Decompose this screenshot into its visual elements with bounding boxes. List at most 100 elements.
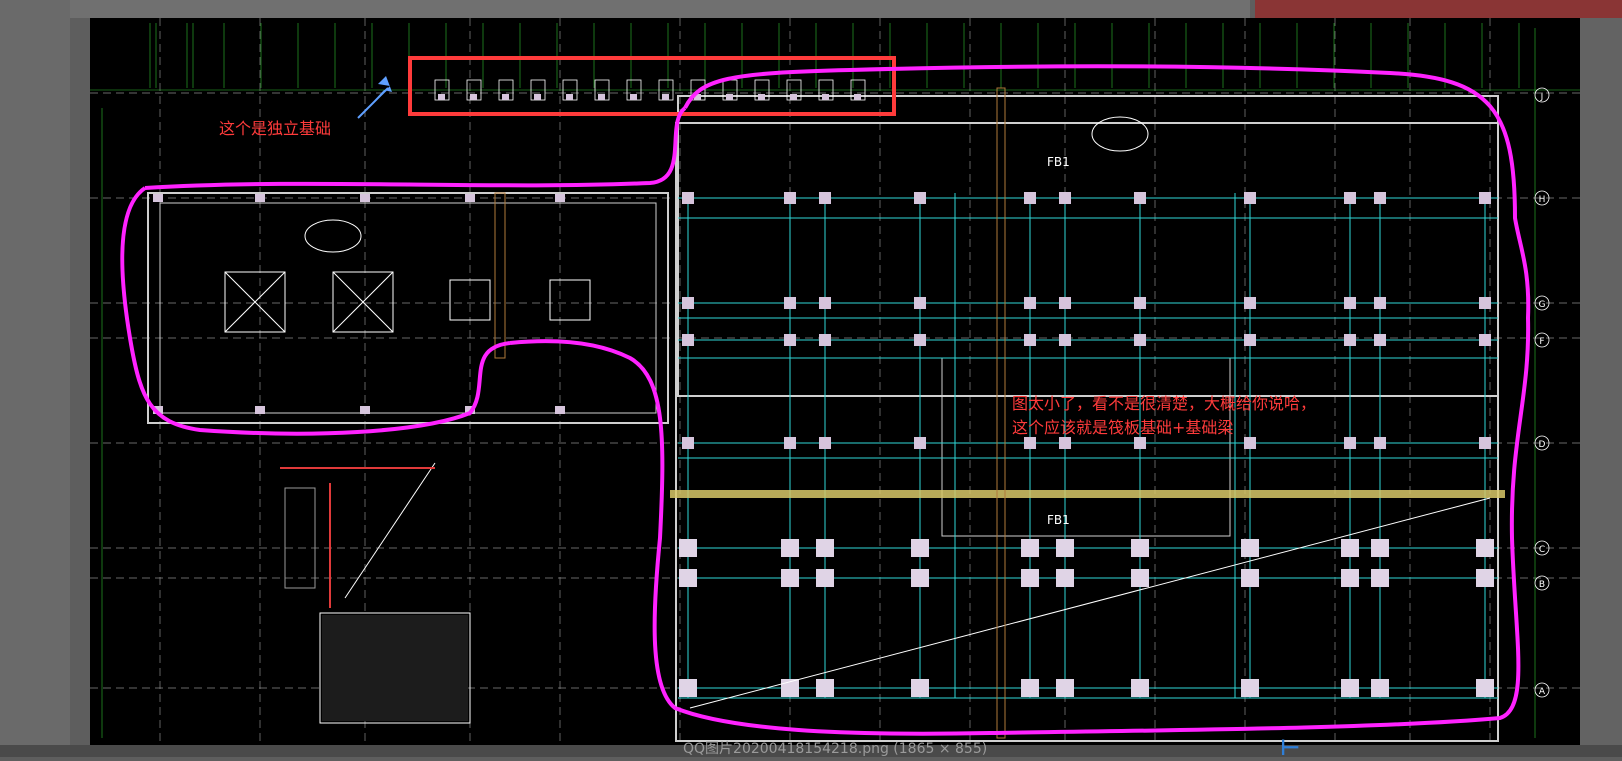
column: [781, 569, 799, 587]
column: [1341, 539, 1359, 557]
column: [1131, 569, 1149, 587]
raft-note-line1: 图太小了，看不是很清楚，大概给你说哈，: [1012, 394, 1317, 413]
column: [911, 539, 929, 557]
column: [1371, 569, 1389, 587]
section-detail: [280, 467, 471, 724]
image-file-caption: QQ图片20200418154218.png (1865 × 855): [683, 741, 988, 757]
axis-label: A: [1539, 687, 1546, 697]
raft-highlight-right: [509, 64, 1531, 736]
column: [816, 539, 834, 557]
column: [1021, 679, 1039, 697]
column: [819, 297, 831, 309]
column: [816, 679, 834, 697]
column: [784, 437, 796, 449]
column: [1056, 679, 1074, 697]
column: [1059, 334, 1071, 346]
column-grid: [153, 192, 1494, 697]
axis-bubble: [1534, 540, 1550, 556]
column: [1476, 539, 1494, 557]
column: [1056, 569, 1074, 587]
column: [819, 437, 831, 449]
status-bar: [0, 745, 1622, 757]
column: [816, 569, 834, 587]
column: [914, 297, 926, 309]
axis-bubble: [1534, 190, 1550, 206]
column: [784, 297, 796, 309]
axis-label: B: [1539, 580, 1545, 590]
footing-pedestal: [662, 94, 669, 100]
footing-pedestal: [598, 94, 605, 100]
column: [1374, 297, 1386, 309]
axis-bubble: [1534, 87, 1550, 103]
footing-pedestal: [630, 94, 637, 100]
column: [679, 679, 697, 697]
column: [555, 406, 565, 414]
axis-bubble: [1534, 435, 1550, 451]
column: [784, 334, 796, 346]
column: [1244, 334, 1256, 346]
column: [1134, 334, 1146, 346]
isolated-foundation-annotation: 这个是独立基础: [219, 119, 332, 138]
column: [1479, 334, 1491, 346]
column: [1371, 539, 1389, 557]
column: [682, 334, 694, 346]
footing-pedestal: [694, 94, 701, 100]
axis-label: H: [1539, 195, 1546, 205]
raft-slab-outline: [675, 95, 1499, 742]
window-corner-block: [1255, 0, 1622, 18]
column: [1344, 297, 1356, 309]
column: [1024, 334, 1036, 346]
column: [1476, 679, 1494, 697]
column: [1341, 569, 1359, 587]
column: [1479, 437, 1491, 449]
column: [1244, 192, 1256, 204]
column: [1341, 679, 1359, 697]
column: [1241, 569, 1259, 587]
column: [360, 406, 370, 414]
footing-pedestal: [502, 94, 509, 100]
axis-label: C: [1539, 545, 1545, 555]
column: [1241, 679, 1259, 697]
footing-pedestal: [470, 94, 477, 100]
column: [1134, 297, 1146, 309]
column: [1344, 437, 1356, 449]
column: [914, 334, 926, 346]
axis-label: D: [1539, 440, 1546, 450]
column: [682, 192, 694, 204]
footing-pedestal: [758, 94, 765, 100]
column: [914, 192, 926, 204]
hatched-beam-strip: [670, 490, 1505, 498]
note-ellipse-left: [304, 219, 362, 253]
axis-bubble: [1534, 575, 1550, 591]
column: [1134, 437, 1146, 449]
axis-bubble: [1534, 295, 1550, 311]
vertical-hatch-band-2: [996, 87, 1006, 739]
column: [1371, 679, 1389, 697]
axis-label: J: [1540, 92, 1544, 102]
isolated-footing-strip: [434, 79, 866, 101]
right-gutter: [1580, 18, 1622, 757]
footing-pedestal: [726, 94, 733, 100]
column: [1479, 192, 1491, 204]
partial-overlay-glyph: ⊢: [1280, 736, 1301, 761]
column: [360, 194, 370, 202]
footing-pedestal: [534, 94, 541, 100]
column: [1024, 437, 1036, 449]
top-strip: [70, 0, 1250, 18]
column: [784, 192, 796, 204]
footing-pedestal: [566, 94, 573, 100]
raft-highlight-left: [120, 106, 687, 436]
raft-label-bottom: FB1: [1047, 513, 1070, 527]
column: [1131, 679, 1149, 697]
column: [914, 437, 926, 449]
column: [911, 679, 929, 697]
footing-pedestal: [438, 94, 445, 100]
column: [781, 679, 799, 697]
column: [255, 194, 265, 202]
footing-pedestal: [790, 94, 797, 100]
column: [1374, 437, 1386, 449]
column: [679, 569, 697, 587]
column: [1021, 569, 1039, 587]
